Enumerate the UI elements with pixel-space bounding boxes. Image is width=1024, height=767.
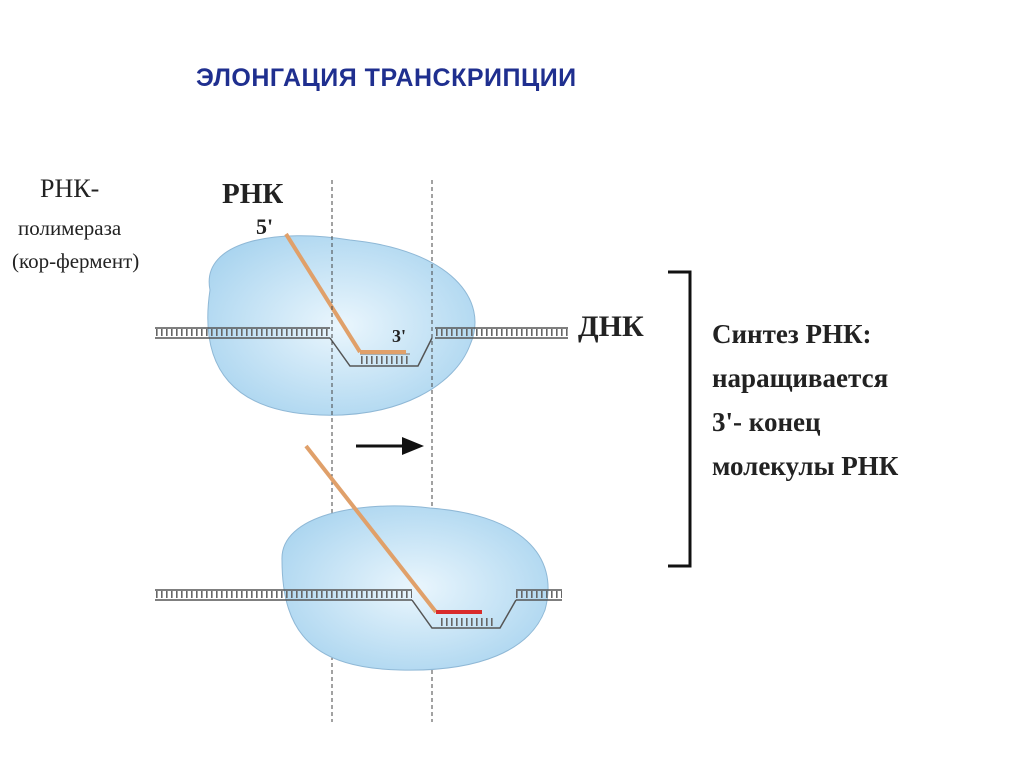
rna-label: РНК — [222, 178, 283, 211]
bracket — [668, 272, 690, 566]
five-prime-label: 5' — [256, 214, 273, 240]
direction-arrow-icon — [356, 437, 424, 455]
description-line1: Синтез РНК: — [712, 312, 898, 356]
three-prime-label: 3' — [392, 326, 406, 347]
description-line4: молекулы РНК — [712, 444, 898, 488]
description-block: Синтез РНК: наращивается 3'- конец молек… — [712, 312, 898, 488]
description-line3: 3'- конец — [712, 400, 898, 444]
dna-label: ДНК — [578, 310, 644, 344]
description-line2: наращивается — [712, 356, 898, 400]
